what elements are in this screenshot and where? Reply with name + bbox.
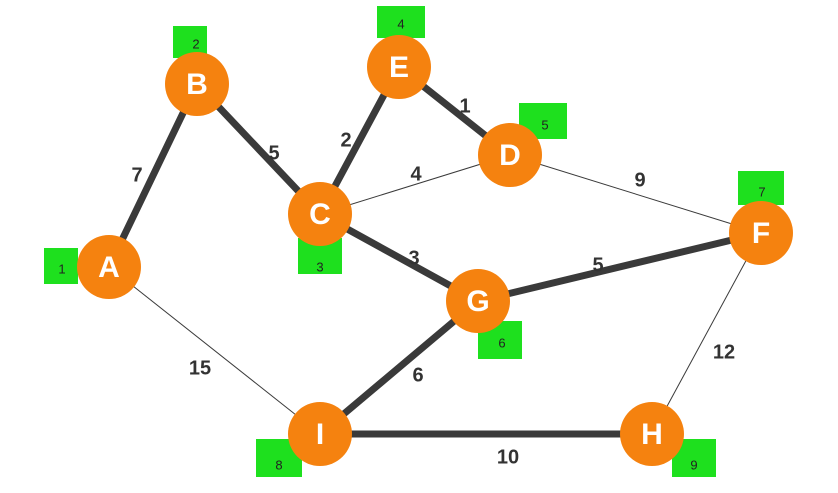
order-label-h: 9 bbox=[690, 457, 697, 472]
node-a bbox=[77, 235, 141, 299]
edge-f-h bbox=[651, 232, 762, 435]
node-label-c: C bbox=[309, 198, 331, 231]
node-label-d: D bbox=[499, 139, 521, 172]
order-badge-f bbox=[738, 171, 784, 205]
node-label-h: H bbox=[641, 418, 663, 451]
edge-weight-e-d: 1 bbox=[459, 95, 470, 117]
node-label-i: I bbox=[316, 418, 324, 451]
edge-weight-a-i: 15 bbox=[189, 357, 211, 379]
order-label-d: 5 bbox=[541, 117, 548, 132]
edge-g-f bbox=[474, 229, 765, 305]
order-label-g: 6 bbox=[498, 335, 505, 350]
edge-weight-c-e: 2 bbox=[340, 129, 351, 151]
edge-weight-c-d: 4 bbox=[410, 163, 422, 185]
node-label-e: E bbox=[389, 51, 409, 84]
order-badge-a bbox=[44, 248, 78, 284]
node-label-g: G bbox=[466, 285, 489, 318]
edge-c-d bbox=[319, 154, 511, 215]
order-label-b: 2 bbox=[192, 36, 199, 51]
order-label-i: 8 bbox=[275, 457, 282, 472]
edge-weight-d-f: 9 bbox=[634, 169, 645, 191]
node-f bbox=[729, 201, 793, 265]
edge-weight-c-g: 3 bbox=[408, 247, 419, 269]
node-label-f: F bbox=[752, 217, 770, 250]
node-g bbox=[446, 269, 510, 333]
edge-weight-i-h: 10 bbox=[497, 446, 519, 468]
edge-a-i bbox=[108, 266, 321, 435]
order-label-a: 1 bbox=[58, 261, 65, 276]
edge-d-f bbox=[509, 154, 762, 234]
node-i bbox=[288, 402, 352, 466]
order-label-f: 7 bbox=[758, 184, 765, 199]
node-e bbox=[367, 35, 431, 99]
node-label-a: A bbox=[98, 251, 120, 284]
edge-weight-a-b: 7 bbox=[131, 164, 142, 186]
node-h bbox=[620, 402, 684, 466]
node-c bbox=[288, 182, 352, 246]
edge-g-i bbox=[316, 297, 482, 438]
order-badges-layer bbox=[44, 6, 784, 477]
order-label-e: 4 bbox=[397, 16, 404, 31]
node-b bbox=[165, 52, 229, 116]
order-badge-e bbox=[377, 6, 425, 38]
edge-weight-g-i: 6 bbox=[412, 364, 423, 386]
order-label-c: 3 bbox=[316, 259, 323, 274]
edge-weight-f-h: 12 bbox=[713, 341, 735, 363]
node-d bbox=[478, 123, 542, 187]
node-label-b: B bbox=[186, 68, 208, 101]
edge-weight-b-c: 5 bbox=[268, 142, 279, 164]
edge-weights-layer: 7 5 2 1 4 9 3 5 12 6 15 10 bbox=[131, 95, 735, 468]
edge-weight-g-f: 5 bbox=[592, 254, 603, 276]
edge-a-b bbox=[105, 80, 201, 271]
